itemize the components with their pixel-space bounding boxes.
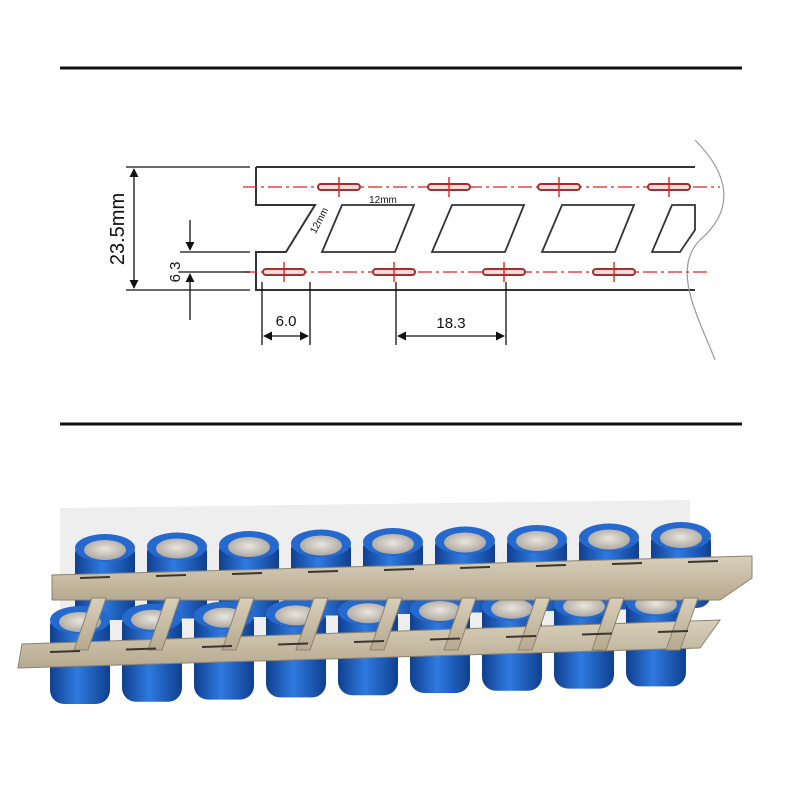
- window-hole: [320, 204, 416, 253]
- strip-slot: [125, 647, 157, 651]
- strip-slot: [231, 572, 263, 575]
- strip-slot: [459, 566, 491, 569]
- nickel-strip-outline: [255, 166, 695, 291]
- tab-width-label: 6.0: [276, 313, 297, 330]
- strip-slot: [657, 630, 689, 633]
- strip-rung: [443, 597, 477, 651]
- nickel-strip: [17, 555, 753, 669]
- pitch-label: 18.3: [436, 315, 465, 332]
- strip-slot: [307, 570, 339, 573]
- strip-slots: [49, 560, 719, 653]
- strip-slot: [535, 564, 567, 567]
- pitch-dimension: [395, 282, 507, 345]
- tab-width-dimension: [261, 282, 311, 345]
- strip-slot: [201, 645, 233, 648]
- strip-slot: [429, 637, 461, 641]
- strip-slot: [581, 632, 613, 636]
- strip-rung: [665, 597, 699, 651]
- cut-edge: [686, 139, 725, 361]
- strip-rung: [295, 597, 329, 651]
- gap-dimension: [180, 220, 250, 320]
- dimension-diagram: 23.5mm 6.3 6.0 18.3 12mm 12mm: [60, 66, 742, 426]
- battery-photo: [17, 500, 753, 704]
- window-hole: [430, 204, 526, 253]
- slot-length-label: 12mm: [369, 195, 397, 206]
- slot-ticks: [283, 177, 670, 282]
- strip-rung: [147, 597, 181, 651]
- strip-slot: [79, 576, 111, 579]
- strip-slot: [353, 640, 385, 643]
- strip-slot: [383, 568, 415, 571]
- strip-slot: [49, 650, 81, 653]
- height-label: 23.5mm: [107, 193, 129, 265]
- height-dimension: [126, 166, 250, 291]
- strip-slot: [277, 642, 309, 646]
- strip-rung: [221, 597, 255, 651]
- strip-slot: [687, 560, 719, 563]
- gap-label: 6.3: [167, 262, 184, 283]
- window-holes: [320, 204, 696, 253]
- strip-slot: [155, 574, 187, 577]
- strip-rung: [591, 597, 625, 651]
- strip-rung: [73, 597, 107, 651]
- window-hole: [650, 204, 696, 253]
- strip-rail-top: [51, 555, 753, 601]
- strip-slot: [505, 635, 537, 638]
- strip-rung: [369, 597, 403, 651]
- strip-slot: [611, 562, 643, 565]
- window-hole: [540, 204, 636, 253]
- strip-rail-bottom: [17, 619, 721, 669]
